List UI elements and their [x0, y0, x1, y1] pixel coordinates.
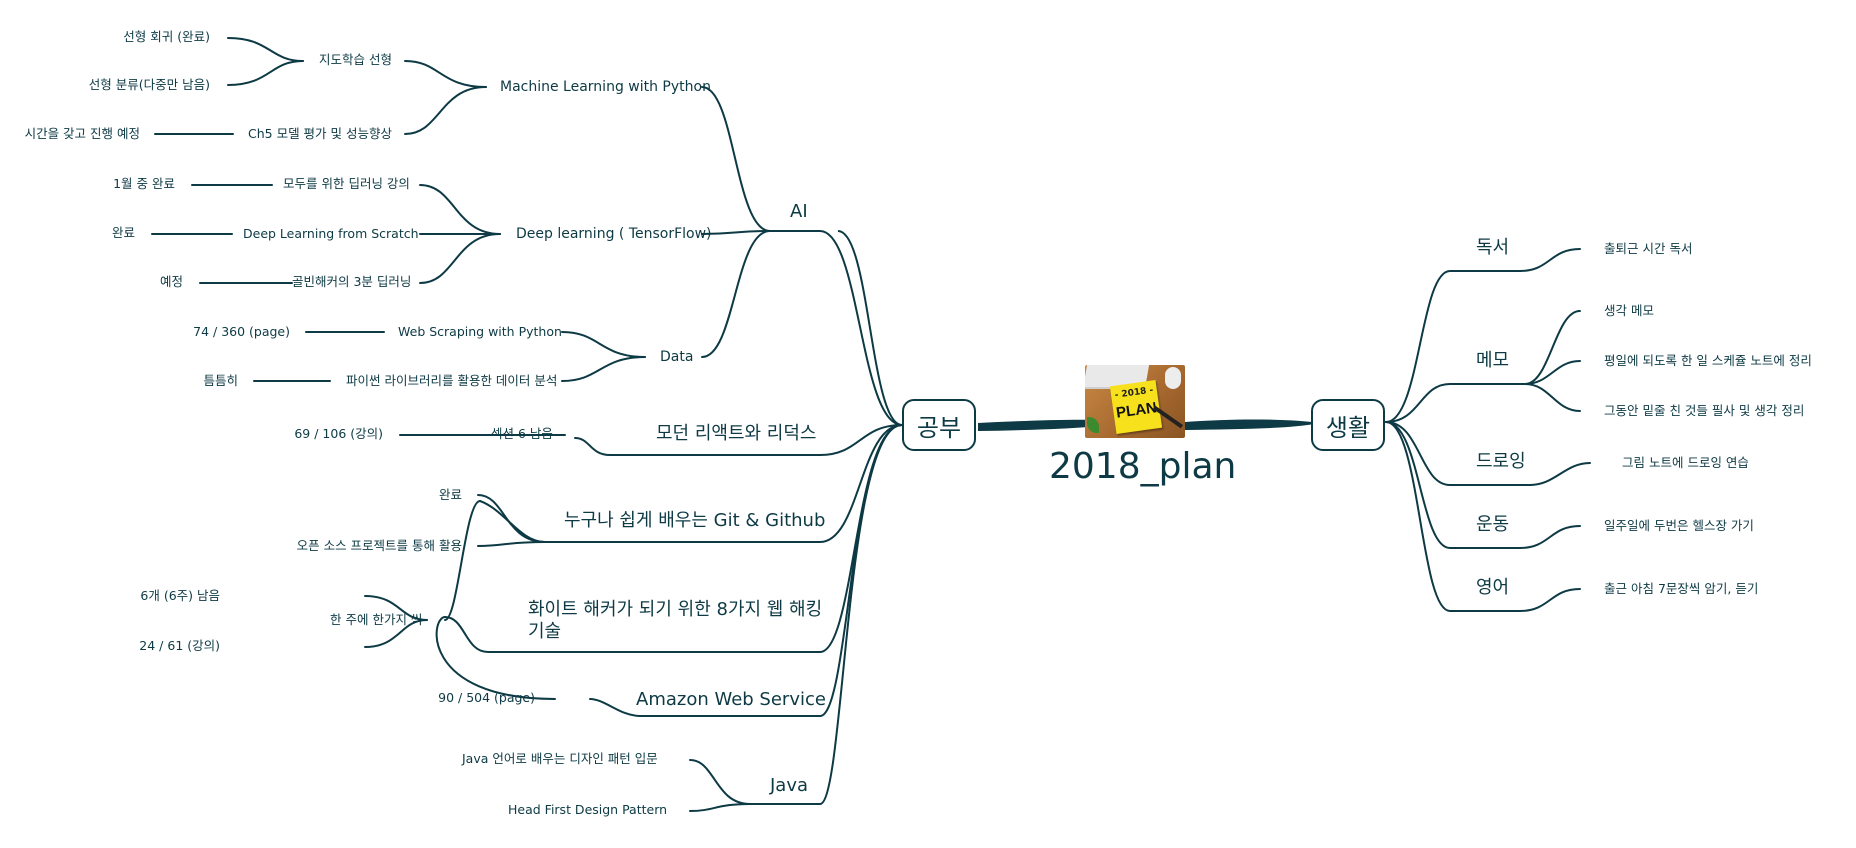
plan-sticky-note-image: - 2018 - PLAN — [1085, 365, 1185, 438]
topic-deep-learning[interactable]: Deep learning ( TensorFlow) — [516, 226, 712, 242]
item-git-done[interactable]: 완료 — [438, 487, 462, 502]
central-topic-title[interactable]: 2018_plan — [1049, 446, 1237, 487]
item-weekly-progress[interactable]: 24 / 61 (강의) — [139, 638, 220, 653]
topic-white-hacker-line2[interactable]: 기술 — [528, 621, 562, 642]
topic-aws[interactable]: Amazon Web Service — [636, 689, 826, 710]
topic-git-github[interactable]: 누구나 쉽게 배우는 Git & Github — [564, 510, 826, 531]
topic-white-hacker[interactable]: 화이트 해커가 되기 위한 8가지 웹 해킹 — [528, 599, 823, 620]
item-golbin-note[interactable]: 예정 — [159, 274, 183, 289]
topic-web-scraping[interactable]: Web Scraping with Python — [398, 324, 562, 339]
topic-react-section[interactable]: 섹션 6 남음 — [491, 426, 553, 441]
item-web-scraping-note[interactable]: 74 / 360 (page) — [193, 324, 290, 339]
topic-ml-python[interactable]: Machine Learning with Python — [500, 79, 711, 95]
item-linear-regression[interactable]: 선형 회귀 (완료) — [123, 29, 210, 44]
topic-drawing[interactable]: 드로잉 — [1476, 451, 1526, 472]
item-gym[interactable]: 일주일에 두번은 헬스장 가기 — [1604, 518, 1754, 533]
item-head-first-design-pattern[interactable]: Head First Design Pattern — [508, 802, 668, 817]
topic-life[interactable]: 생활 — [1311, 399, 1385, 451]
topic-weekly-one[interactable]: 한 주에 한가지 씩 — [330, 612, 423, 627]
sticky-note-word: PLAN — [1115, 399, 1158, 422]
topic-study[interactable]: 공부 — [902, 399, 976, 451]
item-linear-classification[interactable]: 선형 분류(다중만 남음) — [88, 77, 210, 92]
topic-data[interactable]: Data — [660, 349, 694, 365]
item-python-library-note[interactable]: 틈틈히 — [203, 373, 238, 388]
topic-english[interactable]: 영어 — [1476, 577, 1510, 598]
item-weekly-remaining[interactable]: 6개 (6주) 남음 — [140, 588, 220, 603]
topic-golbin-dl[interactable]: 골빈해커의 3분 딥러닝 — [292, 274, 412, 289]
item-commute-reading[interactable]: 출퇴근 시간 독서 — [1604, 241, 1693, 256]
item-transcribe-underlines[interactable]: 그동안 밑줄 친 것들 필사 및 생각 정리 — [1604, 403, 1805, 418]
topic-memo[interactable]: 메모 — [1476, 350, 1510, 371]
item-aws-progress[interactable]: 90 / 504 (page) — [438, 690, 535, 705]
item-react-progress[interactable]: 69 / 106 (강의) — [294, 426, 383, 441]
item-thought-memo[interactable]: 생각 메모 — [1604, 303, 1654, 318]
topic-exercise[interactable]: 운동 — [1476, 514, 1510, 535]
item-java-design-pattern-kr[interactable]: Java 언어로 배우는 디자인 패턴 입문 — [462, 751, 658, 766]
topic-modern-react[interactable]: 모던 리액트와 리덕스 — [656, 423, 817, 444]
leaf-graphic — [1087, 417, 1099, 433]
item-dl-scratch-note[interactable]: 완료 — [111, 225, 135, 240]
item-git-oss[interactable]: 오픈 소스 프로젝트를 통해 활용 — [296, 538, 462, 553]
item-drawing-practice[interactable]: 그림 노트에 드로잉 연습 — [1622, 455, 1749, 470]
item-ch5-note[interactable]: 시간을 갖고 진행 예정 — [24, 126, 140, 141]
topic-supervised-linear[interactable]: 지도학습 선형 — [319, 52, 392, 67]
topic-ch5-model-eval[interactable]: Ch5 모델 평가 및 성능향상 — [248, 126, 392, 141]
topic-everyone-dl[interactable]: 모두를 위한 딥러닝 강의 — [283, 176, 410, 191]
topic-ai[interactable]: AI — [790, 201, 808, 222]
topic-java[interactable]: Java — [770, 775, 809, 796]
topic-dl-from-scratch[interactable]: Deep Learning from Scratch — [243, 226, 419, 241]
topic-reading[interactable]: 독서 — [1476, 237, 1510, 258]
topic-python-library[interactable]: 파이썬 라이브러리를 활용한 데이터 분석 — [346, 373, 558, 388]
mouse-graphic — [1165, 367, 1181, 389]
item-schedule-note[interactable]: 평일에 되도록 한 일 스케쥴 노트에 정리 — [1604, 353, 1812, 368]
item-english-memorize[interactable]: 출근 아침 7문장씩 암기, 듣기 — [1604, 581, 1759, 596]
item-everyone-dl-note[interactable]: 1월 중 완료 — [113, 176, 175, 191]
